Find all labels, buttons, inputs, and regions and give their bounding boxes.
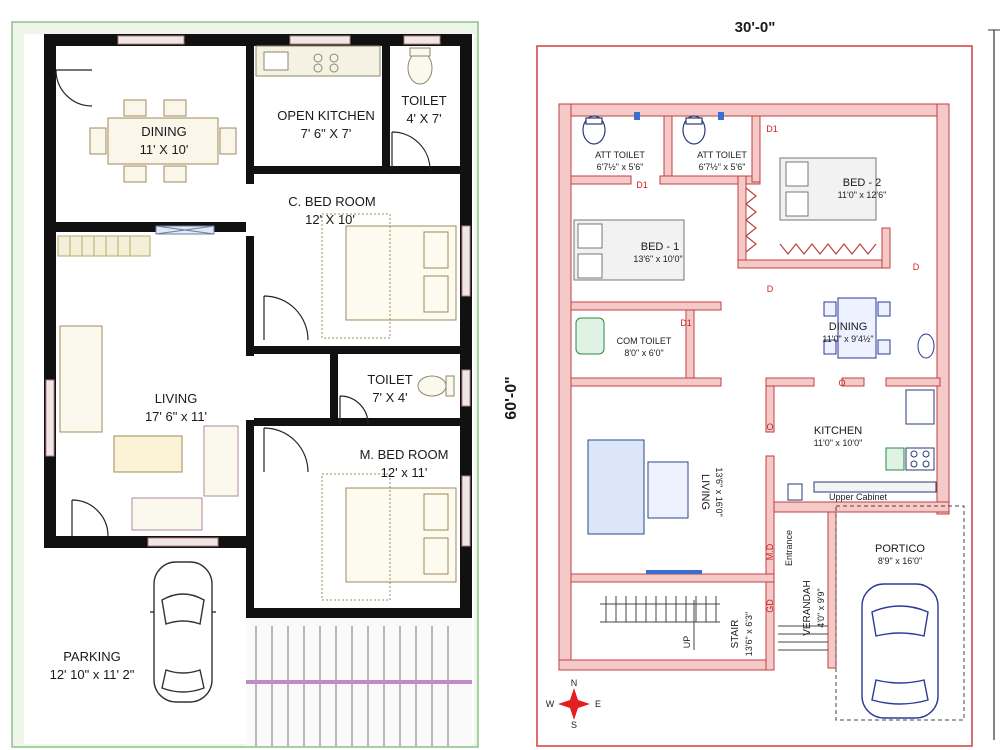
right-room-labels: ATT TOILET 6'7½" x 5'6" ATT TOILET 6'7½"… — [595, 150, 925, 656]
door-mark-d-a: D — [767, 284, 774, 294]
room-size-dining-right: 11'0" x 9'4½" — [822, 334, 873, 344]
left-room-labels: DINING 11' X 10' OPEN KITCHEN 7' 6" X 7'… — [50, 93, 449, 682]
front-steps — [246, 618, 472, 746]
room-size-c-bed: 12' X 10' — [305, 212, 355, 227]
left-depth-dimension: 60'-0" — [503, 376, 520, 419]
room-name-toilet-mid: TOILET — [367, 372, 412, 387]
entrance-label: Entrance — [784, 530, 794, 566]
room-size-com-toilet: 8'0" x 6'0" — [624, 348, 663, 358]
m-bed — [321, 473, 457, 601]
room-name-parking: PARKING — [63, 649, 121, 664]
room-size-toilet-mid: 7' X 4' — [372, 390, 407, 405]
compass-icon: N S E W — [546, 678, 601, 730]
room-name-living-right: LIVING — [699, 474, 711, 510]
room-name-dining: DINING — [141, 124, 187, 139]
parking-car — [150, 561, 216, 703]
room-name-kitchen: KITCHEN — [814, 425, 862, 437]
living-sofa-set — [587, 439, 689, 535]
room-name-c-bed: C. BED ROOM — [288, 194, 375, 209]
left-windows — [45, 35, 471, 547]
room-size-att-toilet-1: 6'7½" x 5'6" — [597, 162, 644, 172]
stair-up-label: UP — [682, 636, 692, 649]
dining-table-furniture — [89, 99, 237, 183]
room-size-open-kitchen: 7' 6" X 7' — [301, 126, 352, 141]
kitchen-fittings — [787, 389, 937, 501]
portico-car — [861, 583, 939, 719]
left-wc-fixtures — [407, 47, 455, 397]
compass-east: E — [595, 699, 601, 709]
stair-flight — [600, 596, 720, 650]
left-doors — [55, 69, 431, 537]
com-toilet-fixture — [575, 317, 605, 355]
right-width-dimension: 30'-0" — [735, 19, 776, 36]
room-size-att-toilet-2: 6'7½" x 5'6" — [699, 162, 746, 172]
room-name-stair: STAIR — [730, 620, 741, 649]
kitchen-counter — [255, 45, 381, 77]
bed-1-furniture — [573, 219, 685, 281]
c-bed — [321, 213, 457, 339]
room-size-parking: 12' 10" x 11' 2" — [50, 667, 135, 682]
room-name-open-kitchen: OPEN KITCHEN — [277, 108, 375, 123]
bed-2-furniture — [779, 157, 877, 221]
room-size-kitchen: 11'0" x 10'0" — [814, 438, 863, 448]
room-size-living: 17' 6" x 11' — [145, 409, 207, 424]
room-name-verandah: VERANDAH — [802, 580, 813, 636]
living-furniture — [59, 325, 239, 531]
room-name-dining-right: DINING — [829, 321, 868, 333]
right-floor-plan: 30'-0" — [536, 19, 1000, 747]
right-walls — [558, 103, 950, 671]
portico-outline — [835, 505, 965, 721]
dining-set-furniture — [823, 297, 935, 359]
room-name-living: LIVING — [155, 391, 198, 406]
room-size-stair: 13'6" x 6'3" — [744, 612, 754, 656]
compass-north: N — [571, 678, 578, 688]
att-toilet-fixtures — [582, 115, 706, 145]
room-size-living-right: 13'6" x 16'0" — [714, 467, 724, 516]
room-size-bed-2: 11'0" x 12'6" — [838, 190, 887, 200]
verandah-steps — [778, 625, 828, 651]
left-floor-plan: DINING 11' X 10' OPEN KITCHEN 7' 6" X 7'… — [11, 21, 520, 748]
door-mark-o-b: O — [766, 422, 773, 432]
room-size-bed-1: 13'6" x 10'0" — [633, 254, 682, 264]
wardrobes — [745, 187, 877, 255]
room-size-m-bed: 12' x 11' — [381, 465, 428, 480]
upper-cabinet-label: Upper Cabinet — [829, 492, 888, 502]
room-size-toilet-top: 4' X 7' — [406, 111, 441, 126]
door-mark-d1-bed1: D1 — [636, 180, 648, 190]
room-name-portico: PORTICO — [875, 543, 925, 555]
room-name-att-toilet-1: ATT TOILET — [595, 150, 645, 160]
door-mark-d1-bed2: D1 — [766, 124, 778, 134]
room-size-verandah: 4'0" x 9'9" — [816, 588, 826, 627]
room-name-bed-1: BED - 1 — [641, 241, 680, 253]
room-name-att-toilet-2: ATT TOILET — [697, 150, 747, 160]
compass-west: W — [546, 699, 555, 709]
room-name-m-bed: M. BED ROOM — [360, 447, 449, 462]
door-marks: D1 D1 D1 D D O O M.D GD Entrance Upper C… — [636, 124, 920, 648]
door-mark-md: M.D — [765, 543, 775, 560]
door-mark-d1-com: D1 — [680, 318, 692, 328]
right-windows — [634, 112, 724, 574]
room-name-toilet-top: TOILET — [401, 93, 446, 108]
door-mark-d-b: D — [913, 262, 920, 272]
right-edge-dimension — [988, 29, 1000, 740]
door-mark-o-a: O — [838, 378, 845, 388]
room-size-portico: 8'9" x 16'0" — [878, 556, 922, 566]
door-mark-gd: GD — [765, 599, 775, 613]
room-name-bed-2: BED - 2 — [843, 177, 882, 189]
compass-south: S — [571, 720, 577, 730]
room-name-com-toilet: COM TOILET — [617, 336, 672, 346]
left-stair-strip — [57, 225, 215, 257]
room-size-dining: 11' X 10' — [140, 142, 189, 157]
